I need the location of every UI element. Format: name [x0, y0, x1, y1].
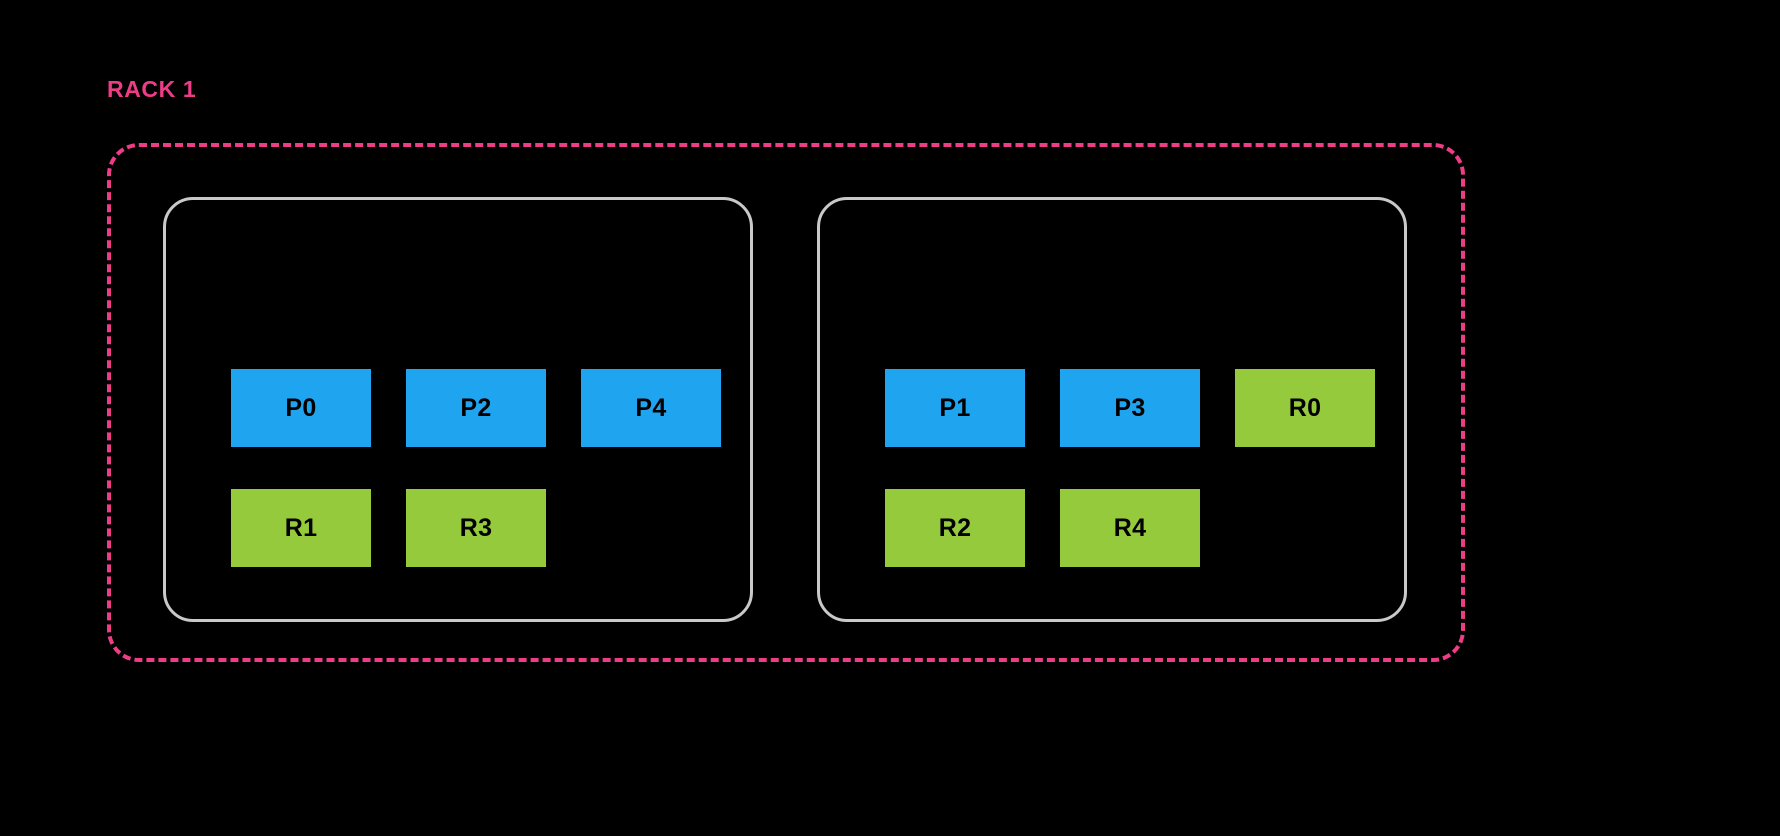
partition-cell-p1[interactable]: P1: [885, 369, 1025, 447]
partition-cell-p2[interactable]: P2: [406, 369, 546, 447]
replica-cell-r4[interactable]: R4: [1060, 489, 1200, 567]
broker-0-cell-grid: P0 P2 P4 R1 R3: [231, 369, 721, 567]
replica-cell-r1[interactable]: R1: [231, 489, 371, 567]
broker-container-1: P1 P3 R0 R2 R4: [817, 197, 1407, 622]
partition-cell-p0[interactable]: P0: [231, 369, 371, 447]
broker-1-cell-grid: P1 P3 R0 R2 R4: [885, 369, 1375, 567]
broker-0-row-0: P0 P2 P4: [231, 369, 721, 447]
broker-1-row-0: P1 P3 R0: [885, 369, 1375, 447]
replica-cell-r2[interactable]: R2: [885, 489, 1025, 567]
broker-container-0: P0 P2 P4 R1 R3: [163, 197, 753, 622]
rack-container: [107, 143, 1465, 662]
broker-1-row-1: R2 R4: [885, 489, 1375, 567]
empty-cell-broker-0: [581, 489, 721, 567]
empty-cell-broker-1: [1235, 489, 1375, 567]
broker-0-row-1: R1 R3: [231, 489, 721, 567]
partition-cell-p3[interactable]: P3: [1060, 369, 1200, 447]
rack-label: RACK 1: [107, 76, 197, 102]
partition-cell-p4[interactable]: P4: [581, 369, 721, 447]
replica-cell-r3[interactable]: R3: [406, 489, 546, 567]
replica-cell-r0[interactable]: R0: [1235, 369, 1375, 447]
